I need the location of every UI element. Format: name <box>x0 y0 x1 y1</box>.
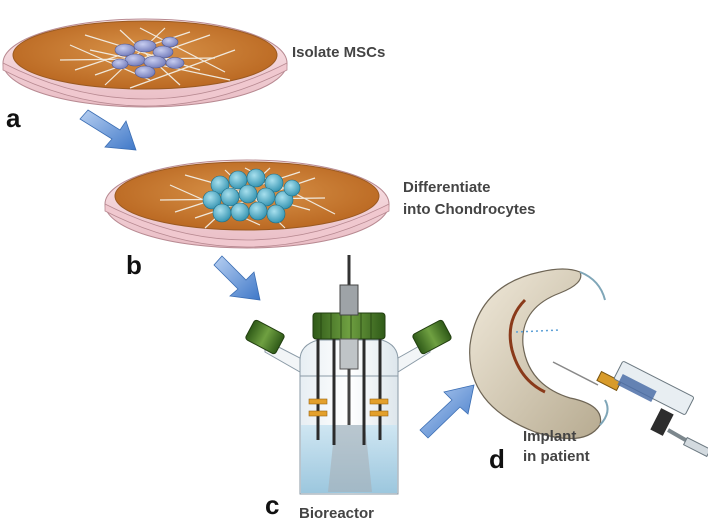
step-letter-c: c <box>265 490 279 520</box>
step-letter-a: a <box>6 103 21 133</box>
caption-in-patient: in patient <box>523 448 590 465</box>
chondrocyte-cells <box>202 168 301 224</box>
blue-arrow-icon <box>79 109 137 151</box>
blue-arrow-icon <box>213 255 261 301</box>
syringe-icon <box>552 361 708 458</box>
bioreactor <box>245 255 452 495</box>
caption-differentiate: Differentiate <box>403 179 491 196</box>
step-letter-b: b <box>126 250 142 280</box>
caption-bioreactor: Bioreactor <box>299 505 374 522</box>
petri-dish-a <box>2 18 288 108</box>
side-cap-right <box>412 319 452 355</box>
orange-clamps <box>308 398 389 417</box>
arrow-c-to-d <box>419 384 475 439</box>
petri-dish-b <box>104 159 390 249</box>
msc-cells <box>111 36 185 79</box>
step-letter-d: d <box>489 444 505 474</box>
arrow-b-to-c <box>213 255 261 301</box>
arrow-a-to-b <box>79 109 137 151</box>
blue-arrow-icon <box>419 384 475 439</box>
caption-isolate-mscs: Isolate MSCs <box>292 44 385 61</box>
center-cap <box>312 312 386 340</box>
side-cap-left <box>245 319 285 355</box>
meniscus-icon <box>469 268 609 440</box>
caption-implant: Implant <box>523 428 576 445</box>
caption-into-chondrocytes: into Chondrocytes <box>403 201 536 218</box>
